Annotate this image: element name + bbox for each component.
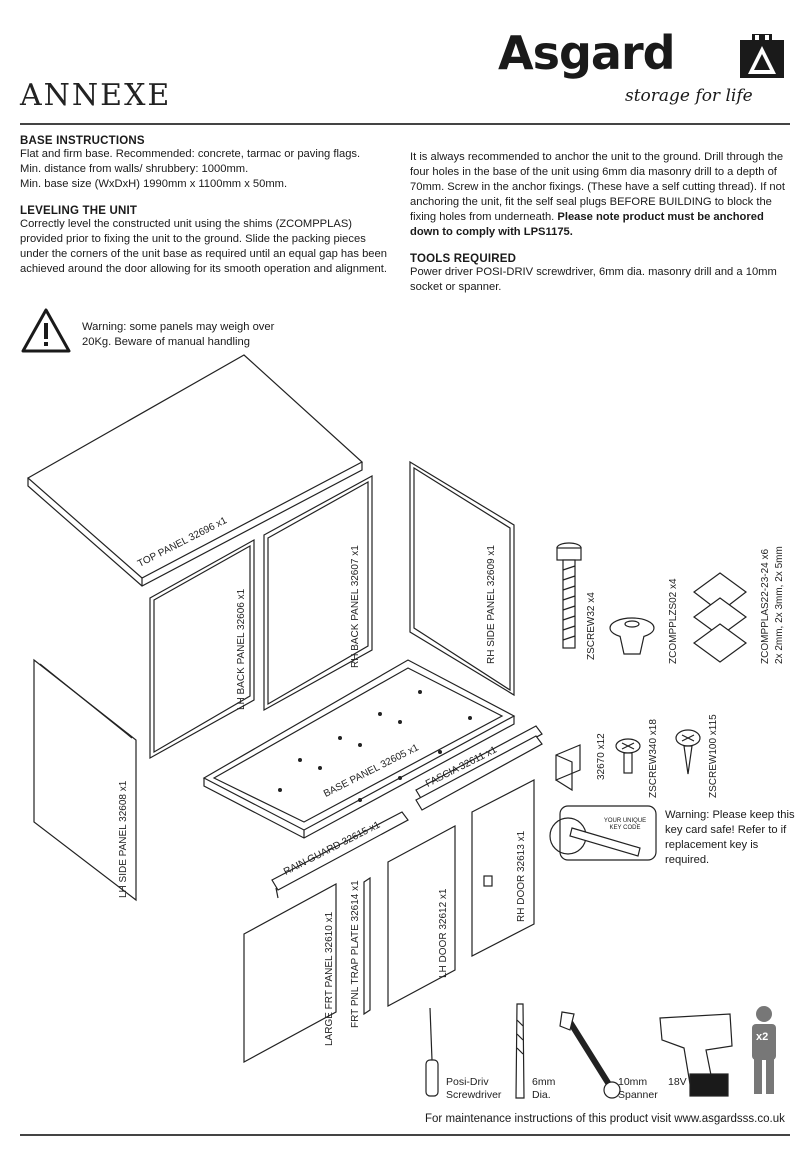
- anchor-bold: Please note product must be anchored dow…: [410, 211, 764, 238]
- leveling-heading: LEVELING THE UNIT: [20, 205, 138, 217]
- trap-plate-label: FRT PNL TRAP PLATE 32614 x1: [350, 880, 361, 1028]
- zcompplas-detail: 2x 2mm, 2x 3mm, 2x 5mm: [774, 546, 785, 664]
- rh-side-panel-drawing: [409, 460, 515, 697]
- warning-icon: [20, 307, 72, 355]
- leveling-text: Correctly level the constructed unit usi…: [20, 218, 387, 275]
- zscrew32-label: ZSCREW32 x4: [586, 592, 597, 660]
- person-icon: [752, 1006, 776, 1094]
- tools-heading: TOOLS REQUIRED: [410, 253, 517, 265]
- base-instructions: BASE INSTRUCTIONS Flat and firm base. Re…: [20, 135, 390, 277]
- key-card-warning: Warning: Please keep this key card safe!…: [665, 809, 795, 866]
- large-front-panel-drawing: [243, 882, 337, 1064]
- base-line: Min. base size (WxDxH) 1990mm x 1100mm x…: [20, 178, 288, 190]
- power-drill-drawing: [659, 1013, 733, 1097]
- rh-back-panel-label: RH BACK PANEL 32607 x1: [350, 545, 361, 668]
- screw-340-drawing: [615, 738, 641, 774]
- screwdriver-drawing: [425, 1007, 439, 1097]
- maintenance-note: For maintenance instructions of this pro…: [425, 1113, 785, 1125]
- brand-tagline: storage for life: [625, 86, 753, 106]
- castle-logo-icon: [738, 34, 786, 80]
- spanner-label: Spanner: [618, 1089, 658, 1101]
- footer-rule: [20, 1134, 790, 1136]
- rh-door-label: RH DOOR 32613 x1: [516, 830, 527, 922]
- lh-door-label: LH DOOR 32612 x1: [438, 888, 449, 979]
- anchor-screw-drawing: [556, 542, 582, 649]
- drill-bit-drawing: [515, 1003, 525, 1099]
- screw-100-drawing: [675, 729, 701, 775]
- base-heading: BASE INSTRUCTIONS: [20, 135, 145, 147]
- zcompplzs02-label: ZCOMPPLZS02 x4: [668, 578, 679, 664]
- lh-side-panel-label: LH SIDE PANEL 32608 x1: [118, 780, 129, 898]
- screwdriver-label: Posi-Driv Screwdriver: [446, 1076, 502, 1101]
- persons-count: x2: [756, 1031, 769, 1043]
- drill-bit-dia: Dia.: [532, 1089, 551, 1101]
- base-line: Min. distance from walls/ shrubbery: 100…: [20, 163, 249, 175]
- bracket-label: 32670 x12: [596, 733, 607, 780]
- weight-warning: Warning: some panels may weigh over 20Kg…: [82, 321, 275, 348]
- base-line: Flat and firm base. Recommended: concret…: [20, 148, 361, 160]
- lh-side-panel-drawing: [33, 658, 137, 902]
- spanner-size: 10mm: [618, 1076, 648, 1088]
- key-card-text: YOUR UNIQUE KEY CODE: [603, 818, 647, 831]
- zscrew100-label: ZSCREW100 x115: [708, 714, 719, 798]
- zscrew340-label: ZSCREW340 x18: [648, 719, 659, 798]
- zcompplas-label: ZCOMPPLAS22-23-24 x6: [760, 548, 771, 664]
- seal-plug-drawing: [609, 617, 655, 655]
- key-card-drawing: [549, 805, 657, 861]
- trap-plate-drawing: [363, 876, 371, 1016]
- lh-door-drawing: [387, 824, 456, 1008]
- rh-back-panel-drawing: [263, 474, 373, 712]
- rain-guard-drawing: [271, 811, 409, 899]
- fascia-drawing: [415, 725, 543, 811]
- drill-bit-size: 6mm: [532, 1076, 556, 1088]
- tools-text: Power driver POSI-DRIV screwdriver, 6mm …: [410, 266, 777, 293]
- lh-back-panel-label: LH BACK PANEL 32606 x1: [236, 588, 247, 710]
- anchor-text: It is always recommended to anchor the u…: [410, 151, 785, 223]
- lh-back-panel-drawing: [149, 538, 255, 760]
- large-front-panel-label: LARGE FRT PANEL 32610 x1: [324, 911, 335, 1046]
- rh-door-drawing: [471, 779, 535, 957]
- brand-logo: Asgard: [498, 26, 676, 80]
- shims-drawing: [692, 572, 748, 663]
- anchor-section: It is always recommended to anchor the u…: [410, 150, 790, 295]
- top-panel-drawing: [26, 354, 364, 587]
- header-rule: [20, 123, 790, 125]
- spanner-drawing: [559, 1011, 621, 1099]
- power-drill-label: 18V: [668, 1076, 687, 1088]
- page-title: ANNEXE: [20, 78, 172, 113]
- bracket-drawing: [555, 744, 581, 792]
- rh-side-panel-label: RH SIDE PANEL 32609 x1: [486, 545, 497, 664]
